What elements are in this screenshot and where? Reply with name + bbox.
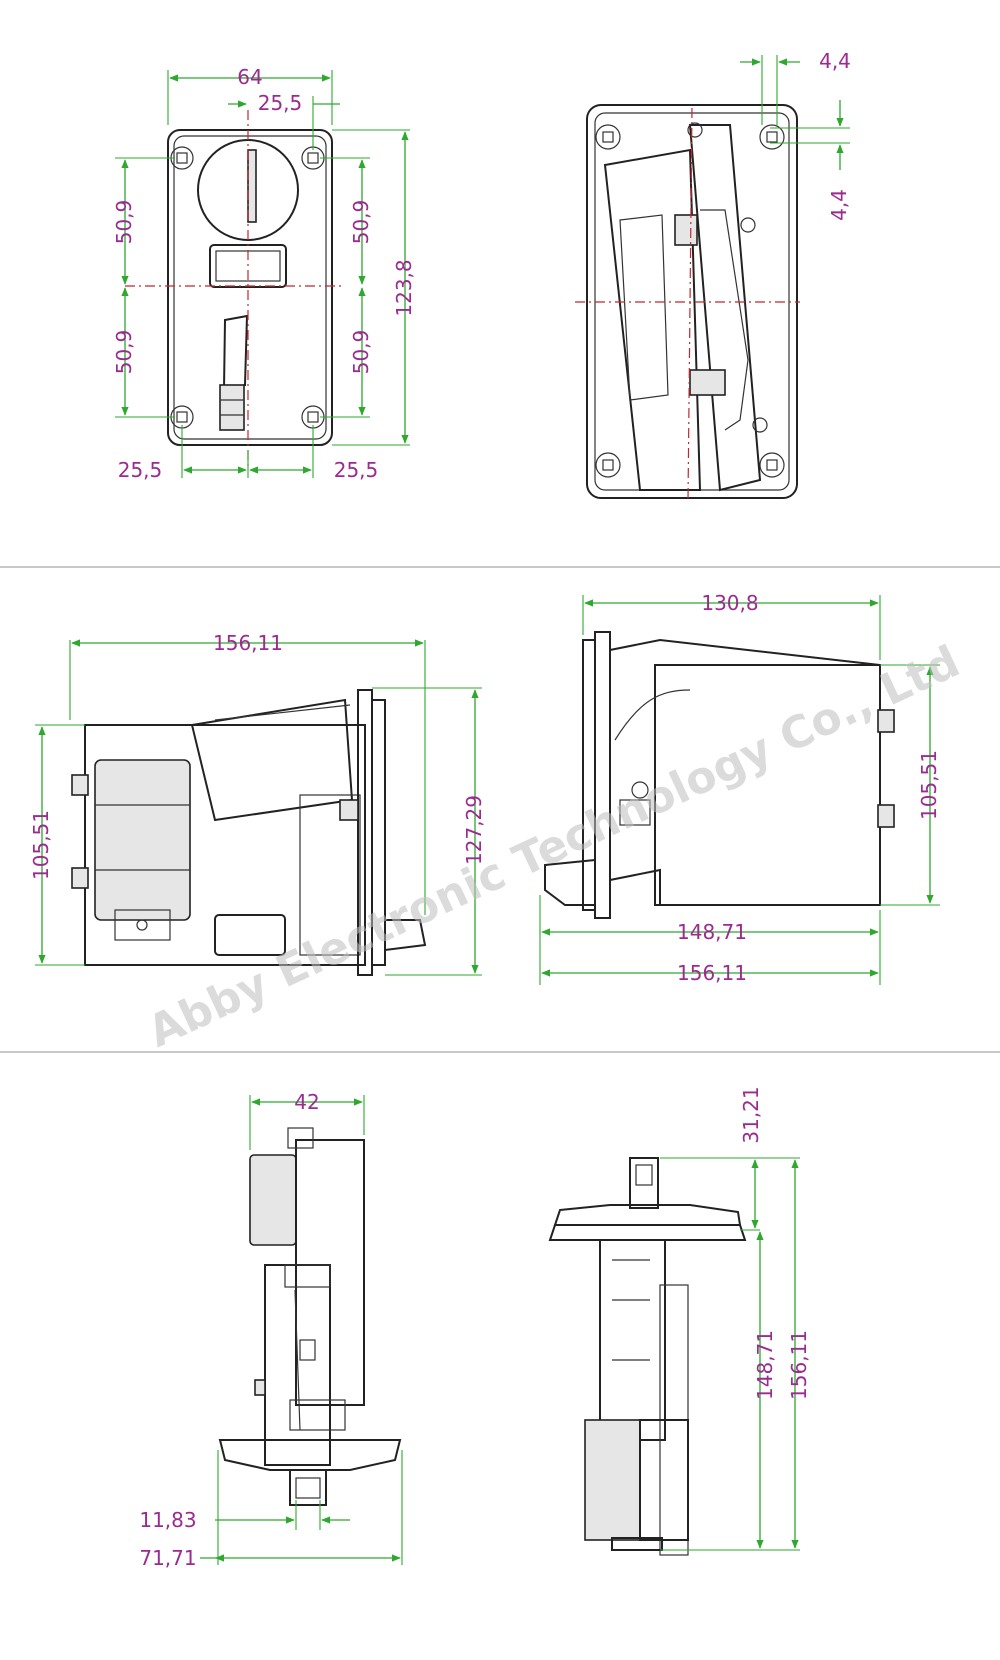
side-left-dim-body-height: 105,51 <box>29 810 53 880</box>
front-dim-left-upper: 50,9 <box>112 200 136 245</box>
back-dim-top: 4,4 <box>819 49 851 73</box>
top-dim-slot: 11,83 <box>139 1508 196 1532</box>
side-right-dim-body-length: 148,71 <box>677 920 747 944</box>
back-dim-side: 4,4 <box>827 189 851 221</box>
top-dim-plate: 71,71 <box>139 1546 196 1570</box>
side-right-dim-total-length: 156,11 <box>677 961 747 985</box>
front-view: 64 25,5 50,9 50,9 50,9 50,9 123,8 25,5 2… <box>112 65 416 482</box>
front-dim-bottom-right: 25,5 <box>334 458 379 482</box>
back-view: 4,4 4,4 <box>575 49 851 501</box>
bottom-dim-top: 31,21 <box>739 1086 763 1143</box>
side-view-left: 156,11 105,51 127,29 <box>29 631 486 976</box>
bottom-view: 31,21 148,71 156,11 <box>548 1086 811 1556</box>
side-right-dim-body-height: 105,51 <box>917 750 941 820</box>
front-dim-center-offset: 25,5 <box>258 91 303 115</box>
front-dim-right-upper: 50,9 <box>349 200 373 245</box>
side-view-right: 130,8 105,51 148,71 156,11 <box>539 591 941 985</box>
watermark-text: Abby Electronic Technology Co., Ltd <box>140 636 967 1058</box>
front-dim-bottom-left: 25,5 <box>118 458 163 482</box>
front-dim-height: 123,8 <box>392 259 416 316</box>
bottom-dim-body: 148,71 <box>753 1330 777 1400</box>
front-dim-right-lower: 50,9 <box>349 330 373 375</box>
top-dim-width: 42 <box>294 1090 319 1114</box>
side-right-dim-top: 130,8 <box>701 591 758 615</box>
side-left-dim-length: 156,11 <box>213 631 283 655</box>
front-dim-width: 64 <box>237 65 262 89</box>
front-dim-left-lower: 50,9 <box>112 330 136 375</box>
side-left-dim-plate-height: 127,29 <box>462 795 486 865</box>
bottom-dim-total: 156,11 <box>787 1330 811 1400</box>
top-view: 42 11,83 71,71 <box>139 1090 403 1570</box>
